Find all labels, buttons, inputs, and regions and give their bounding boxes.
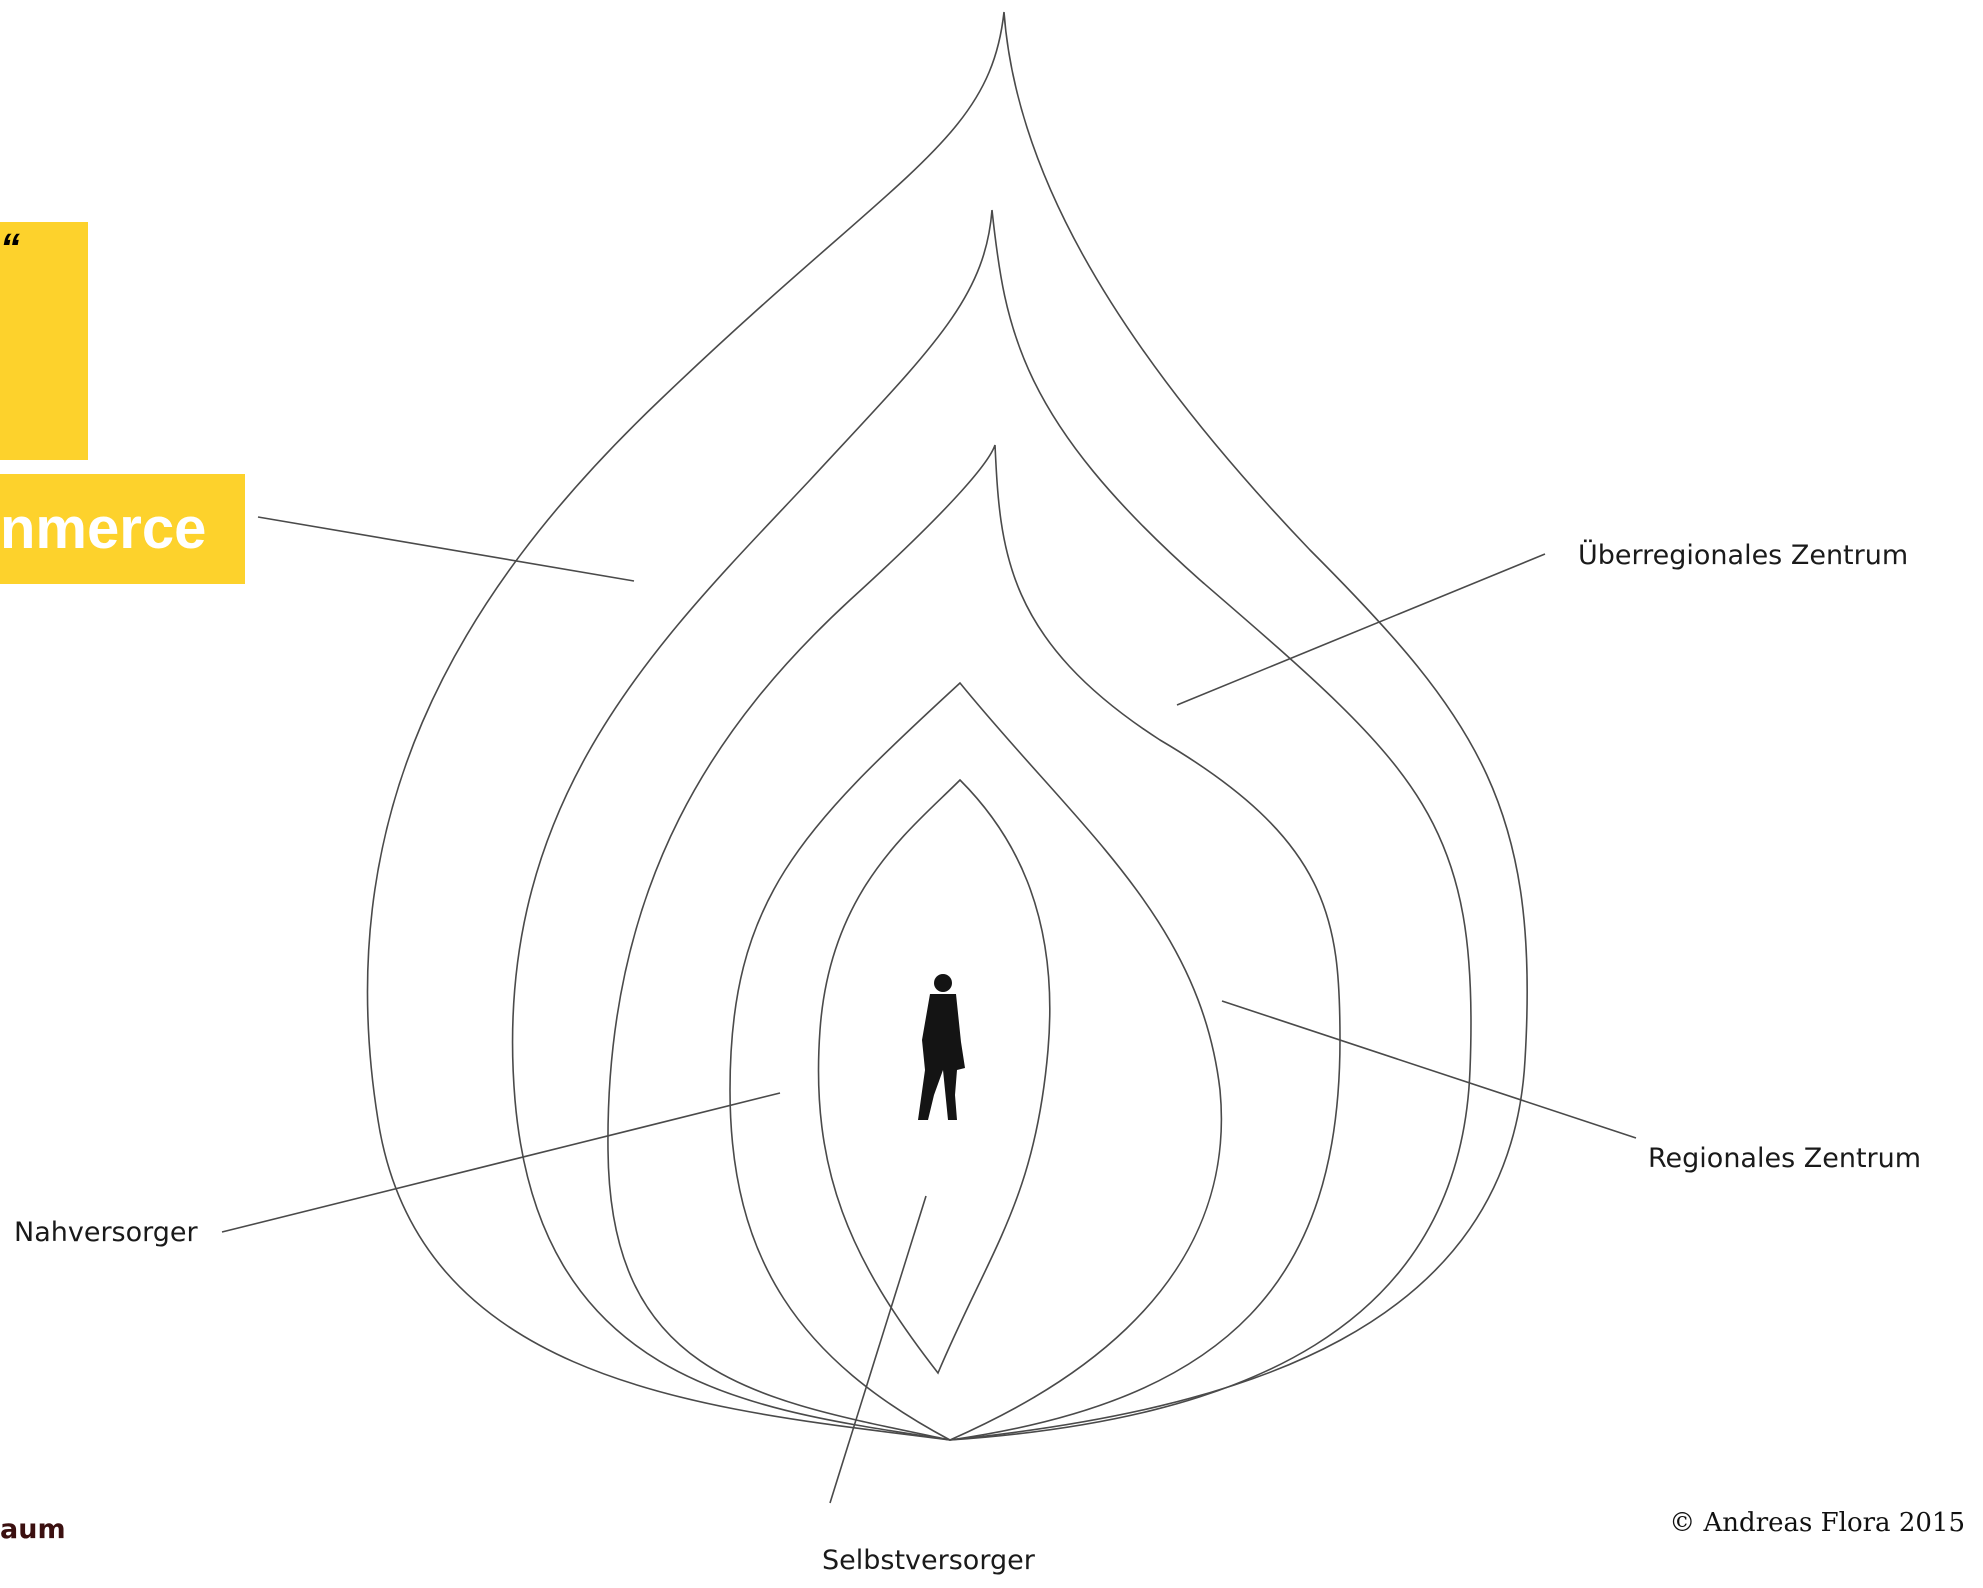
quote-highlight-box: “ bbox=[0, 222, 88, 460]
commerce-highlight-box: nmerce bbox=[0, 474, 245, 584]
leader-line-commerce bbox=[257, 516, 635, 582]
leader-line-selbstversorger bbox=[829, 1195, 927, 1504]
footer-text-fragment: aum bbox=[0, 1514, 66, 1545]
layer-innermost bbox=[817, 778, 1051, 1375]
layer-second bbox=[511, 209, 1472, 1441]
label-regionales-zentrum: Regionales Zentrum bbox=[1648, 1143, 1921, 1174]
layer-outer bbox=[366, 11, 1528, 1441]
layer-third bbox=[607, 444, 1341, 1441]
commerce-fragment: nmerce bbox=[0, 496, 207, 561]
leader-line-ueberregional bbox=[1176, 553, 1546, 706]
quote-fragment: “ bbox=[0, 226, 20, 270]
label-nahversorger: Nahversorger bbox=[14, 1217, 199, 1248]
label-ueberregionales-zentrum: Überregionales Zentrum bbox=[1578, 539, 1908, 571]
leader-line-nahversorger bbox=[221, 1092, 781, 1233]
copyright-notice: © Andreas Flora 2015 bbox=[1669, 1508, 1965, 1538]
leader-line-regional bbox=[1221, 1000, 1637, 1139]
person-silhouette-icon bbox=[918, 974, 965, 1120]
layer-fourth bbox=[729, 681, 1223, 1441]
label-selbstversorger: Selbstversorger bbox=[822, 1545, 1036, 1576]
